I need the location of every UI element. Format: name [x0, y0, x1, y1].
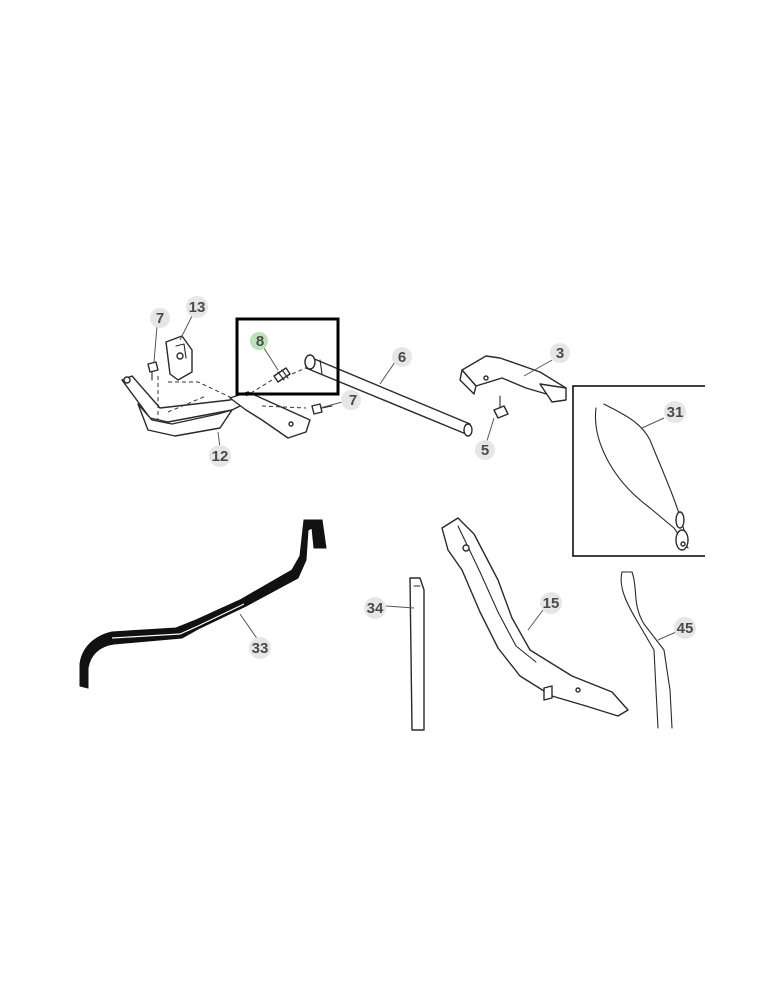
part-7-bolt-middle[interactable] — [311, 403, 333, 415]
callout-33[interactable]: 33 — [249, 637, 271, 659]
svg-text:12: 12 — [212, 448, 229, 465]
part-33-rod[interactable] — [79, 519, 327, 689]
callout-45[interactable]: 45 — [674, 617, 696, 639]
selection-box — [235, 317, 340, 396]
callout-12[interactable]: 12 — [209, 445, 231, 467]
svg-text:7: 7 — [349, 392, 357, 409]
callout-34[interactable]: 34 — [364, 597, 386, 619]
part-31-inset — [572, 385, 705, 557]
leader-lines — [153, 315, 677, 641]
part-31-cable[interactable] — [594, 403, 689, 551]
svg-text:7: 7 — [156, 310, 164, 327]
callout-7-middle[interactable]: 7 — [341, 390, 361, 410]
part-7-bolt-left[interactable] — [147, 361, 159, 381]
svg-text:13: 13 — [189, 299, 206, 316]
assembly-lines — [157, 365, 311, 420]
svg-text:45: 45 — [677, 620, 694, 637]
svg-text:6: 6 — [398, 349, 406, 366]
part-15-lever[interactable] — [441, 517, 629, 717]
part-13-clamp[interactable] — [165, 335, 193, 381]
part-6-rod[interactable] — [304, 354, 473, 437]
part-34-rod[interactable] — [409, 577, 425, 731]
svg-text:5: 5 — [481, 442, 489, 459]
callout-31[interactable]: 31 — [664, 401, 686, 423]
callout-15[interactable]: 15 — [540, 592, 562, 614]
svg-text:34: 34 — [367, 600, 384, 617]
part-12-bracket[interactable] — [121, 375, 311, 439]
callout-7-upper[interactable]: 7 — [150, 308, 170, 328]
svg-text:8: 8 — [256, 333, 264, 350]
part-5-bolt[interactable] — [493, 395, 509, 419]
callout-13[interactable]: 13 — [186, 296, 208, 318]
part-8-fitting[interactable] — [273, 367, 291, 383]
svg-text:3: 3 — [556, 345, 564, 362]
svg-text:15: 15 — [543, 595, 560, 612]
callout-6[interactable]: 6 — [392, 347, 412, 367]
part-3-plate[interactable] — [459, 355, 567, 403]
callout-5[interactable]: 5 — [475, 440, 495, 460]
svg-text:33: 33 — [252, 640, 269, 657]
callout-3[interactable]: 3 — [550, 343, 570, 363]
svg-text:31: 31 — [667, 404, 684, 421]
part-45-wire[interactable] — [620, 571, 673, 729]
callout-8[interactable]: 8 — [250, 332, 268, 350]
